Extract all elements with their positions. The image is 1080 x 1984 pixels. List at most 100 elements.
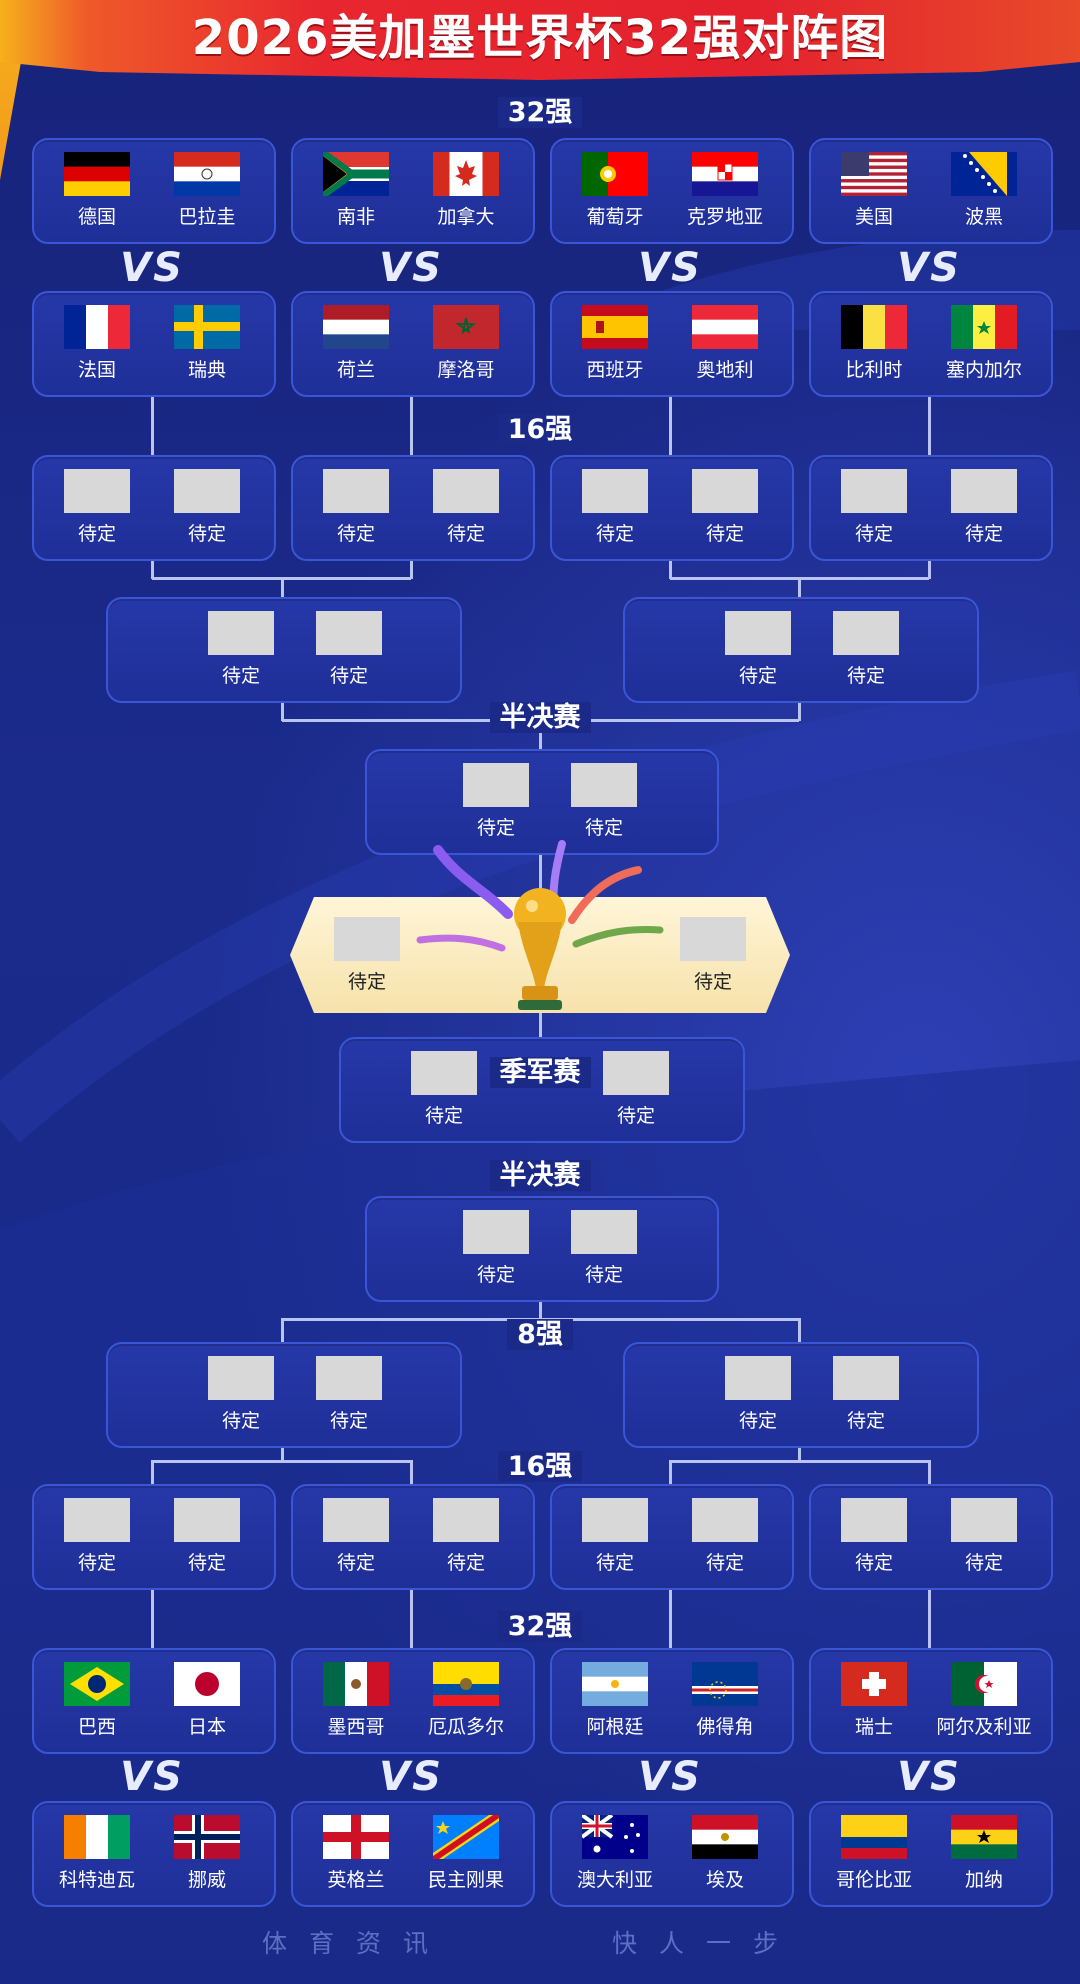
team-b: 波黑	[929, 152, 1039, 229]
team-placeholder	[316, 611, 382, 655]
flag-icon	[323, 1662, 389, 1706]
team-placeholder	[64, 469, 130, 513]
flag-icon	[692, 305, 758, 349]
team-placeholder	[174, 1498, 240, 1542]
team-flag	[64, 305, 130, 349]
team-name: 埃及	[705, 1869, 744, 1891]
bracket-line	[410, 393, 413, 455]
match-r16-top-3: 待定待定	[550, 455, 794, 561]
team-name: 待定	[446, 523, 485, 545]
team-tbd-a: 待定	[441, 763, 551, 840]
bracket-line	[281, 1444, 284, 1462]
match-r32-top-a-3: 葡萄牙克罗地亚	[550, 138, 794, 244]
final-panel: 待定 待定	[290, 897, 790, 1013]
bracket-line	[151, 393, 154, 455]
bracket-line	[281, 699, 284, 721]
team-flag	[841, 1815, 907, 1859]
team-flag	[692, 1815, 758, 1859]
team-tbd-b: 待定	[294, 611, 404, 688]
team-name: 待定	[964, 1552, 1003, 1574]
team-name: 澳大利亚	[576, 1869, 653, 1891]
team-placeholder	[323, 469, 389, 513]
flag-icon	[841, 305, 907, 349]
team-placeholder	[582, 1498, 648, 1542]
match-r16-bottom-1: 待定待定	[32, 1484, 276, 1590]
team-flag	[433, 152, 499, 196]
team-name: 待定	[476, 817, 515, 839]
team-name: 待定	[738, 1410, 777, 1432]
team-name: 荷兰	[336, 359, 375, 381]
flag-icon	[433, 152, 499, 196]
team-b: 加纳	[929, 1815, 1039, 1892]
team-name: 科特迪瓦	[58, 1869, 135, 1891]
team-tbd-a: 待定	[186, 611, 296, 688]
team-b: 巴拉圭	[152, 152, 262, 229]
match-r16-bottom-3: 待定待定	[550, 1484, 794, 1590]
team-name: 待定	[595, 1552, 634, 1574]
team-name: 待定	[329, 1410, 368, 1432]
team-flag	[433, 305, 499, 349]
team-flag	[64, 1815, 130, 1859]
team-b: 摩洛哥	[411, 305, 521, 382]
vs-label: VS	[897, 245, 961, 291]
team-tbd-b: 待定	[929, 469, 1039, 546]
team-name: 待定	[846, 1410, 885, 1432]
team-name: 奥地利	[696, 359, 754, 381]
team-tbd-a: 待定	[703, 1356, 813, 1433]
flag-icon	[174, 305, 240, 349]
team-flag	[692, 305, 758, 349]
team-flag	[174, 1815, 240, 1859]
team-flag	[174, 152, 240, 196]
match-r32-bottom-b-3: 澳大利亚 埃及	[550, 1801, 794, 1907]
team-name: 西班牙	[586, 359, 644, 381]
page-title: 2026美加墨世界杯32强对阵图	[191, 10, 889, 66]
team-name: 日本	[187, 1716, 226, 1738]
team-flag	[582, 1662, 648, 1706]
header-banner	[0, 0, 1080, 80]
team-placeholder	[174, 469, 240, 513]
team-flag	[951, 152, 1017, 196]
team-tbd-b: 待定	[549, 763, 659, 840]
team-flag	[951, 1815, 1017, 1859]
flag-icon	[692, 1815, 758, 1859]
team-a: 哥伦比亚	[819, 1815, 929, 1892]
footer-right-text: 快人一步	[612, 1929, 801, 1958]
match-r32-bottom-b-4: 哥伦比亚加纳	[809, 1801, 1053, 1907]
round-label-third-place: 季军赛	[0, 1050, 1080, 1089]
team-tbd-b: 待定	[581, 1051, 691, 1128]
team-name: 阿尔及利亚	[936, 1716, 1032, 1738]
team-a: 阿根廷	[560, 1662, 670, 1739]
team-b: 奥地利	[670, 305, 780, 382]
team-name: 待定	[595, 523, 634, 545]
team-tbd-a: 待定	[389, 1051, 499, 1128]
team-name: 待定	[854, 1552, 893, 1574]
team-name: 比利时	[845, 359, 903, 381]
vs-label: VS	[638, 245, 702, 291]
flag-icon	[433, 1815, 499, 1859]
team-placeholder	[433, 1498, 499, 1542]
bracket-line	[669, 557, 672, 579]
team-tbd-b: 待定	[549, 1210, 659, 1287]
team-name: 克罗地亚	[686, 206, 763, 228]
bracket-line	[152, 577, 411, 580]
match-r16-top-4: 待定待定	[809, 455, 1053, 561]
team-a: 美国	[819, 152, 929, 229]
flag-icon	[841, 1662, 907, 1706]
team-flag	[841, 305, 907, 349]
team-name: 待定	[738, 665, 777, 687]
flag-icon	[951, 1662, 1017, 1706]
team-name: 待定	[846, 665, 885, 687]
team-tbd-a: 待定	[703, 611, 813, 688]
team-name: 瑞典	[187, 359, 226, 381]
round-label-text: 16强	[497, 1451, 583, 1482]
team-placeholder	[463, 1210, 529, 1254]
match-r32-top-a-4: 美国波黑	[809, 138, 1053, 244]
team-name: 英格兰	[327, 1869, 385, 1891]
flag-icon	[64, 1815, 130, 1859]
team-name: 墨西哥	[327, 1716, 385, 1738]
team-name: 待定	[221, 1410, 260, 1432]
team-flag	[582, 1815, 648, 1859]
round-label-qf-bottom: 8强	[0, 1312, 1080, 1351]
team-name: 待定	[424, 1105, 463, 1127]
team-flag	[433, 1815, 499, 1859]
